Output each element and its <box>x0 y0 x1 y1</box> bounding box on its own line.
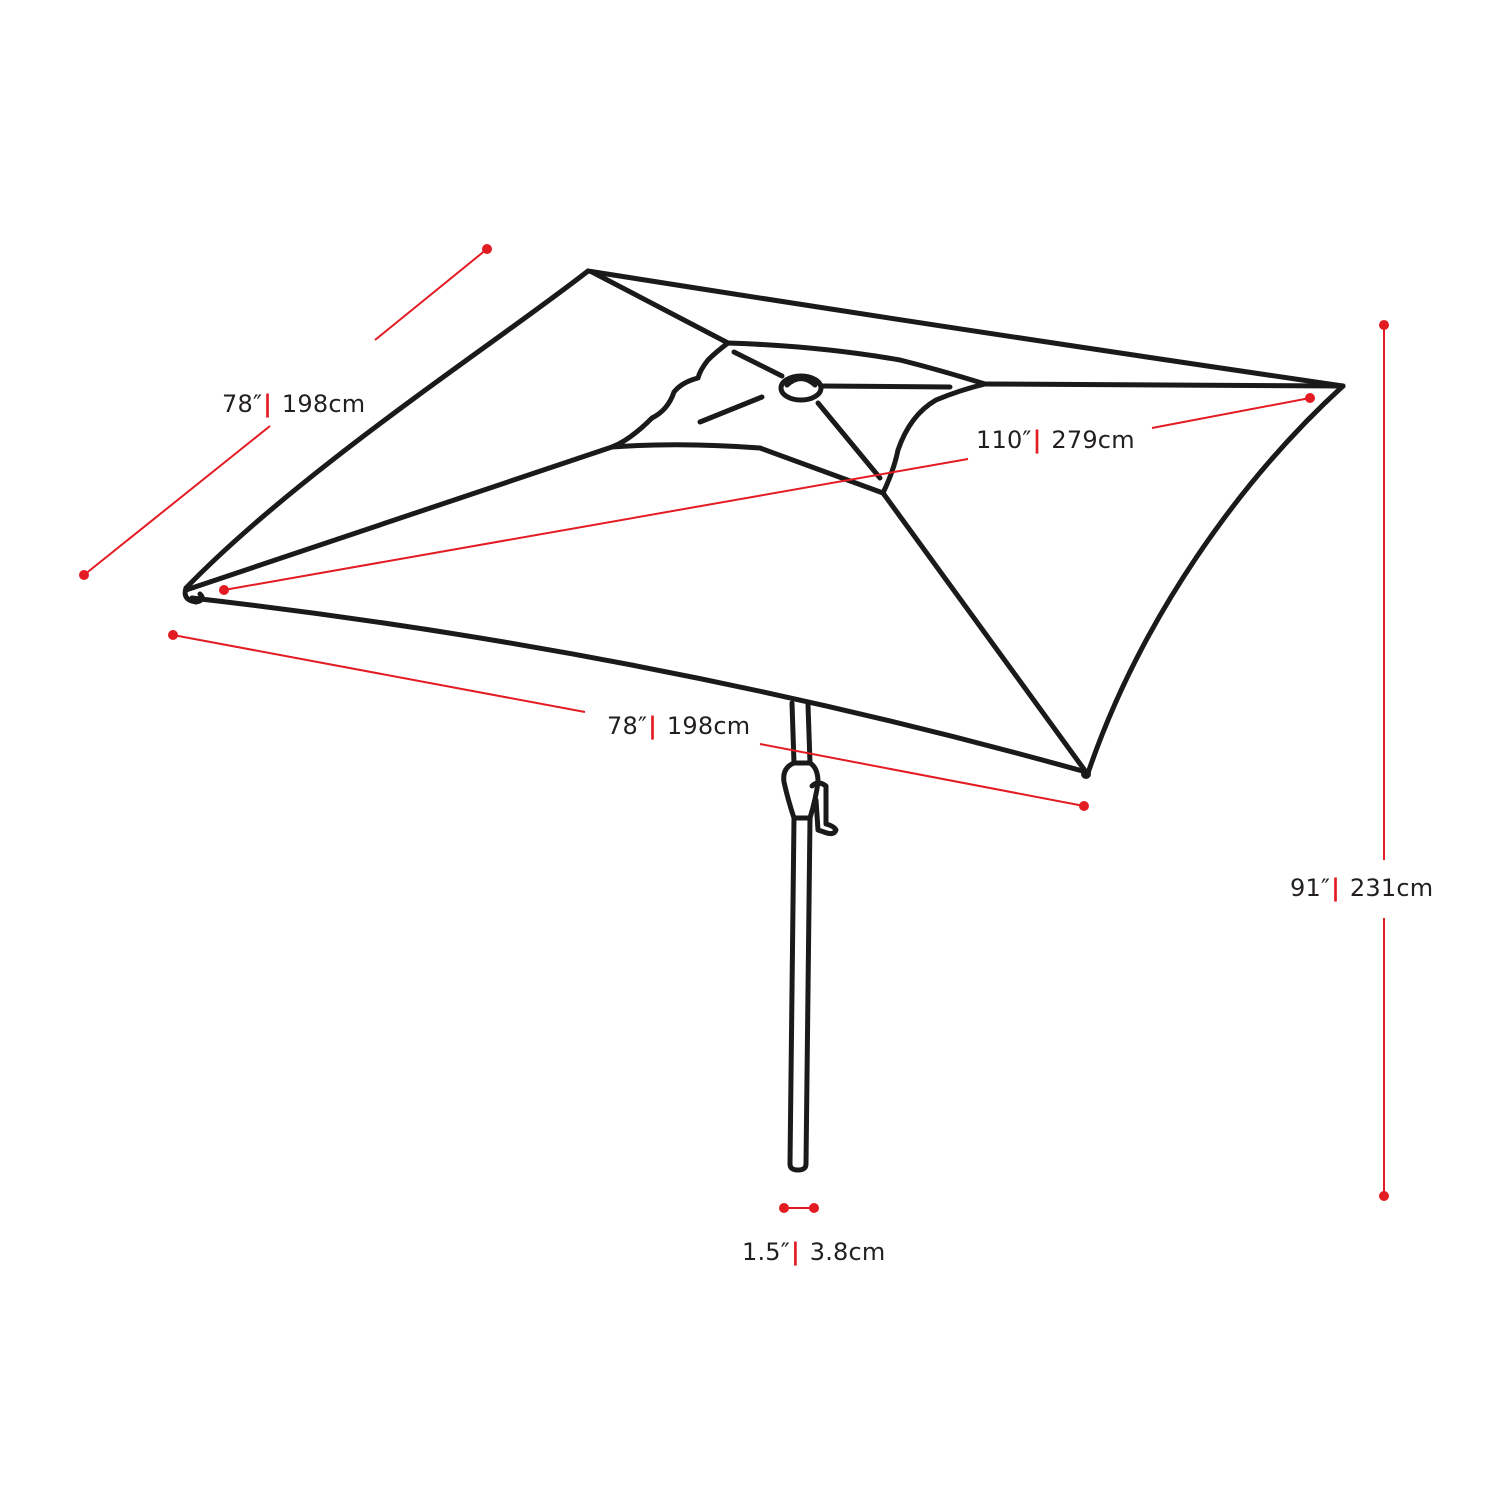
spoke-nw <box>731 349 785 379</box>
rib-left <box>183 444 615 593</box>
rib-right <box>982 381 1346 389</box>
label-side-depth: 78″| 198cm <box>218 389 370 419</box>
diagonal-imperial: 110″ <box>976 426 1032 454</box>
canopy-edge-right <box>1085 383 1346 776</box>
finial-top <box>784 376 818 388</box>
crank-housing <box>781 760 821 821</box>
dimension-side-depth <box>79 244 492 580</box>
separator: | <box>1331 874 1341 902</box>
label-diagonal: 110″| 279cm <box>972 425 1139 455</box>
pole-lower <box>787 815 813 1173</box>
height-metric: 231cm <box>1349 874 1434 902</box>
dimension-pole-diameter <box>779 1203 819 1213</box>
umbrella-pole <box>781 700 839 1173</box>
pole-diameter-imperial: 1.5″ <box>742 1238 790 1266</box>
crank-handle-icon <box>809 780 839 837</box>
dimension-diagonal <box>219 393 1315 595</box>
spoke-e <box>819 383 953 390</box>
separator: | <box>648 712 658 740</box>
side-depth-metric: 198cm <box>281 390 366 418</box>
rib-front <box>880 490 1089 775</box>
dimension-side-width <box>168 630 1089 811</box>
canopy-edge-top <box>585 268 1346 389</box>
label-side-width: 78″| 198cm <box>603 711 755 741</box>
side-depth-imperial: 78″ <box>222 390 263 418</box>
canopy-edge-front <box>189 595 1089 775</box>
side-width-imperial: 78″ <box>607 712 648 740</box>
spoke-se <box>815 400 883 481</box>
rib-top <box>589 269 731 346</box>
side-width-metric: 198cm <box>666 712 751 740</box>
dimension-height <box>1379 320 1389 1201</box>
separator: | <box>263 390 273 418</box>
height-imperial: 91″ <box>1290 874 1331 902</box>
canopy-vent-flap <box>609 340 988 496</box>
separator: | <box>790 1238 800 1266</box>
pole-diameter-metric: 3.8cm <box>809 1238 886 1266</box>
canopy-edge-left <box>183 268 591 591</box>
label-height: 91″| 231cm <box>1286 873 1438 903</box>
separator: | <box>1032 426 1042 454</box>
corner-cap-left <box>182 585 205 605</box>
diagonal-metric: 279cm <box>1051 426 1135 454</box>
umbrella-canopy <box>182 268 1346 779</box>
label-pole-diameter: 1.5″| 3.8cm <box>738 1237 890 1267</box>
spoke-sw <box>697 394 765 425</box>
